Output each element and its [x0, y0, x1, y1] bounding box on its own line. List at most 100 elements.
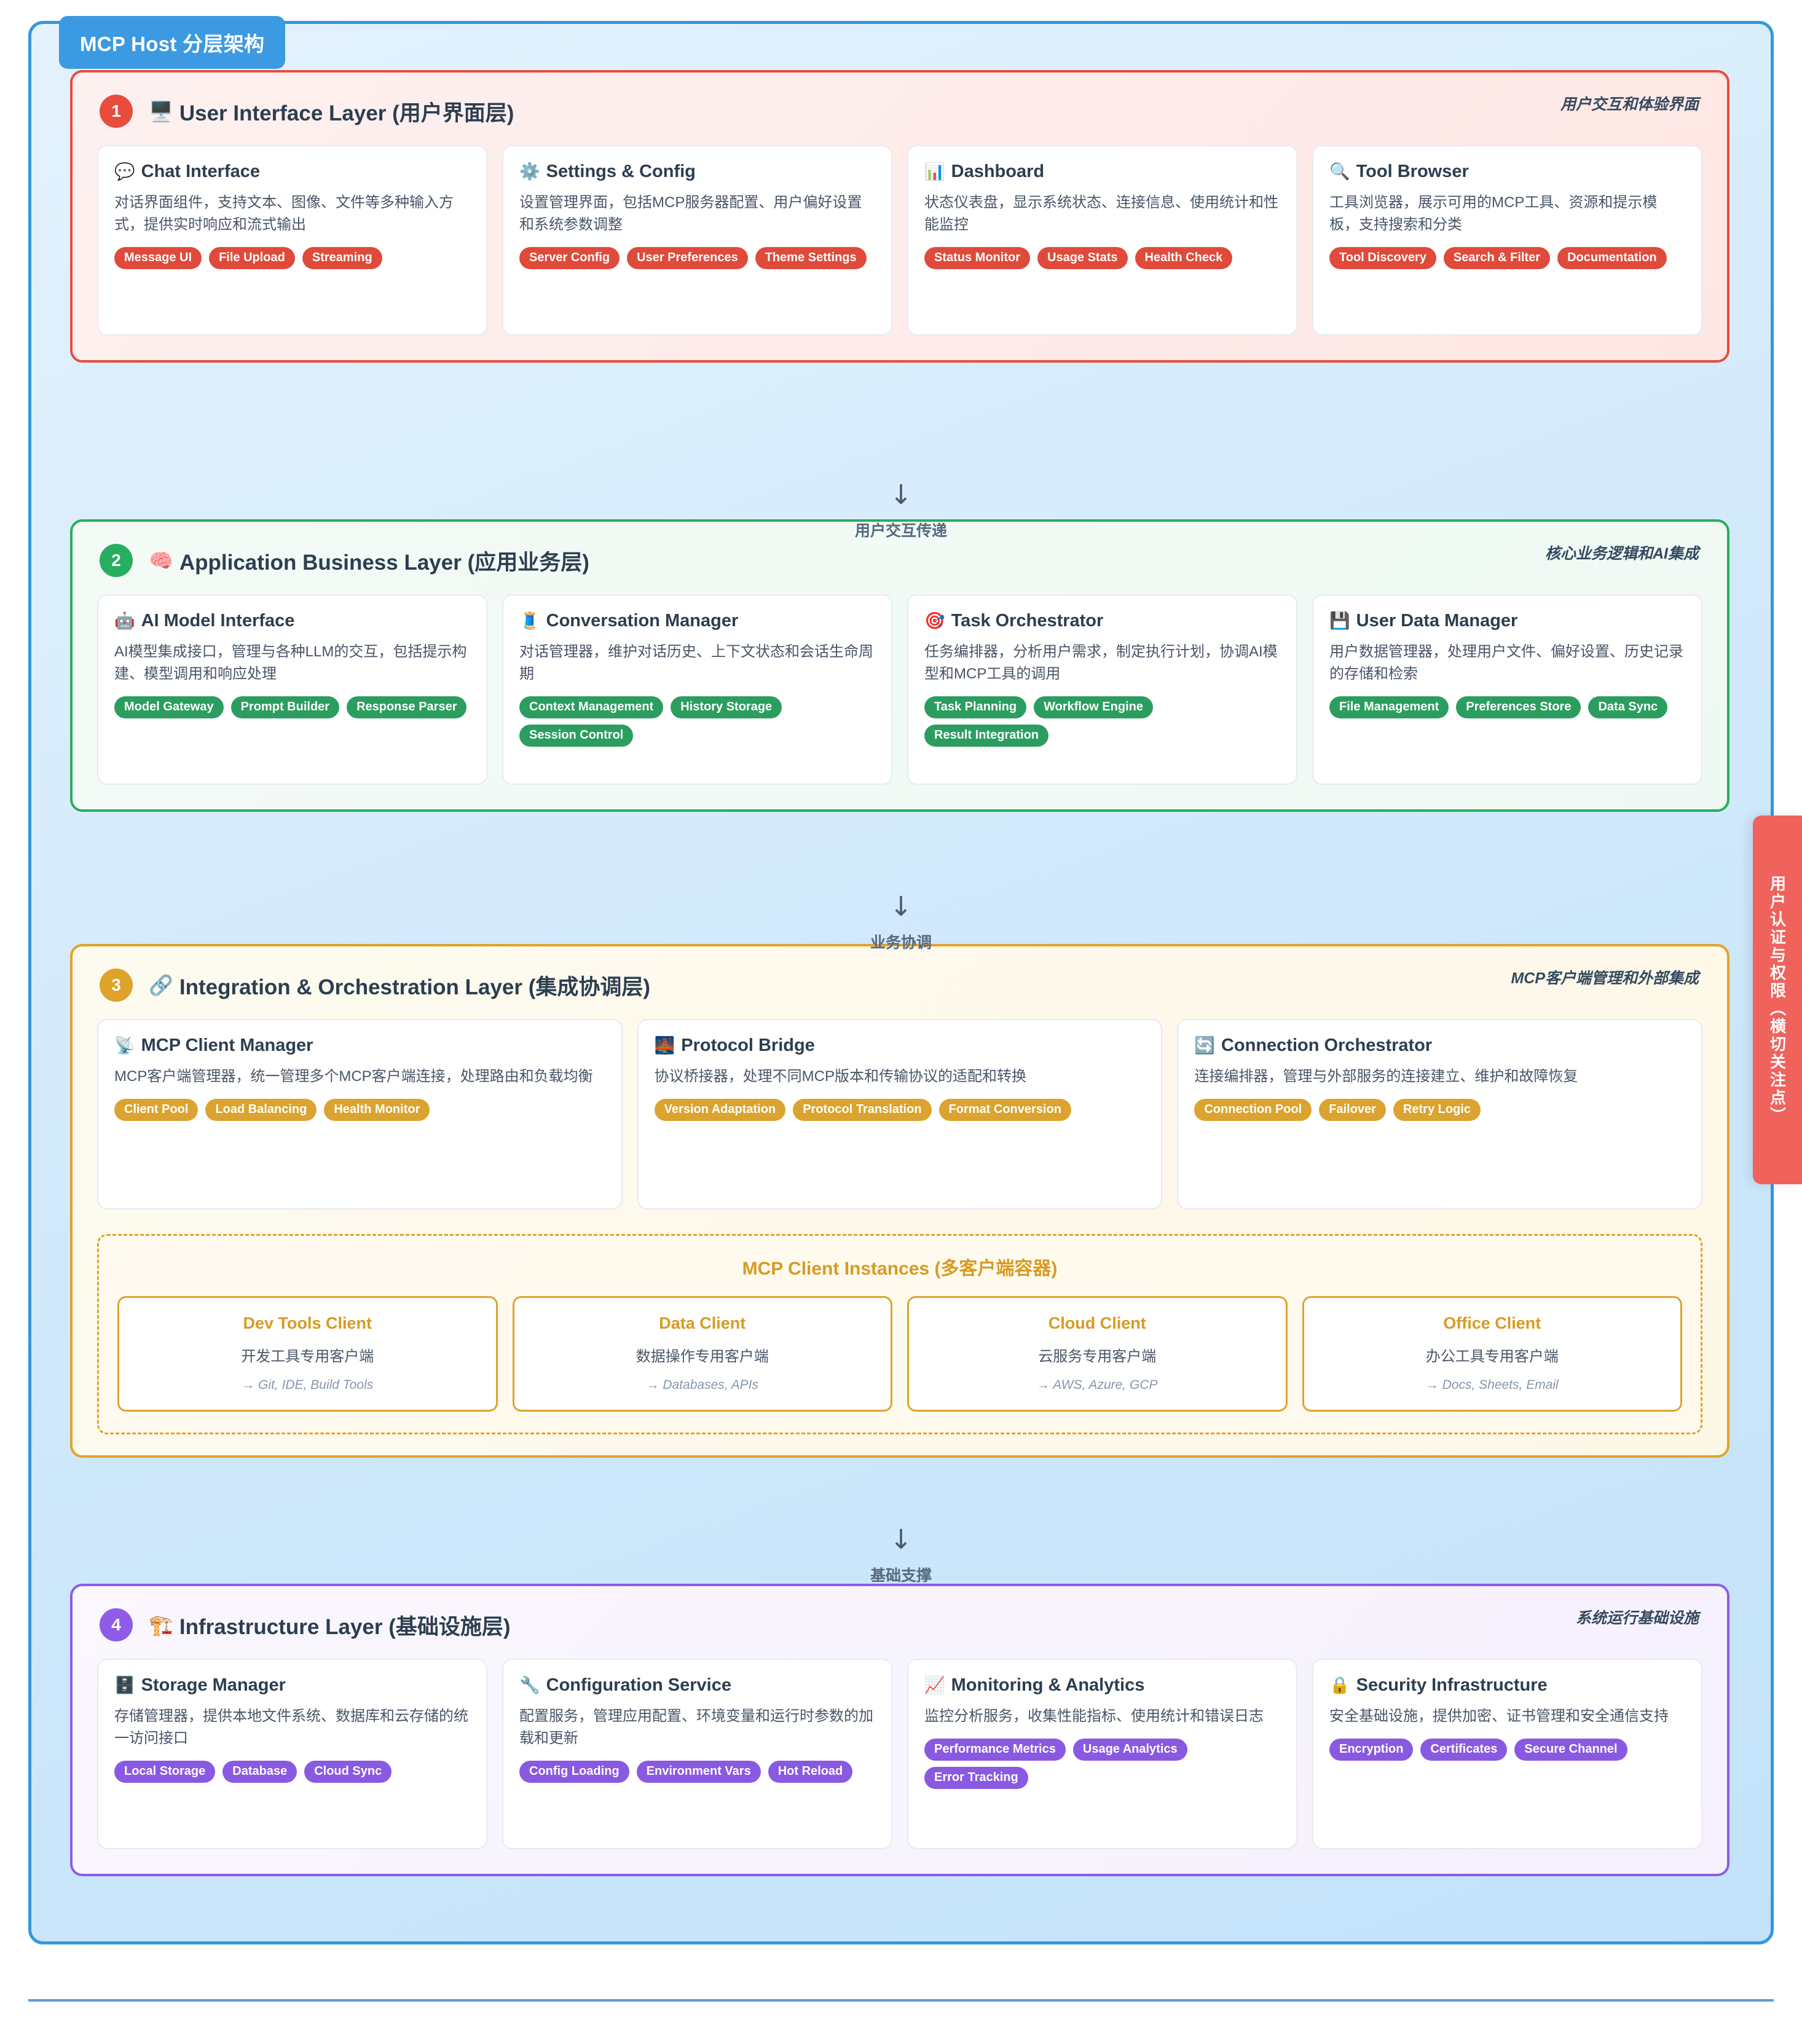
- tag-file-upload[interactable]: File Upload: [209, 246, 295, 269]
- tag-preferences-store[interactable]: Preferences Store: [1456, 696, 1581, 718]
- card-title: 🗄️Storage Manager: [114, 1675, 470, 1696]
- card-title: 📡MCP Client Manager: [114, 1036, 605, 1056]
- tag-file-management[interactable]: File Management: [1329, 696, 1449, 718]
- tag-documentation[interactable]: Documentation: [1557, 246, 1667, 269]
- tag-context-management[interactable]: Context Management: [519, 696, 664, 718]
- card-emoji-icon: 📊: [924, 162, 945, 181]
- card-tag-list: Encryption Certificates Secure Channel: [1329, 1738, 1685, 1761]
- layer-number-badge: 4: [100, 1608, 133, 1641]
- tag-failover[interactable]: Failover: [1319, 1098, 1386, 1121]
- tag-theme-settings[interactable]: Theme Settings: [755, 246, 867, 269]
- tag-status-monitor[interactable]: Status Monitor: [924, 246, 1030, 269]
- card-title: 🌉Protocol Bridge: [655, 1036, 1146, 1056]
- tag-certificates[interactable]: Certificates: [1420, 1738, 1508, 1761]
- layer-header: 2🧠Application Business Layer (应用业务层)核心业务…: [73, 522, 1727, 583]
- card-emoji-icon: 🗄️: [114, 1676, 135, 1694]
- card-emoji-icon: 🎯: [924, 611, 945, 630]
- card-description: 工具浏览器，展示可用的MCP工具、资源和提示模板，支持搜索和分类: [1329, 194, 1658, 233]
- tag-prompt-builder[interactable]: Prompt Builder: [230, 696, 340, 718]
- tag-retry-logic[interactable]: Retry Logic: [1393, 1098, 1481, 1121]
- tag-protocol-translation[interactable]: Protocol Translation: [793, 1098, 932, 1121]
- instance-description: 开发工具专用客户端: [241, 1348, 374, 1365]
- tag-server-config[interactable]: Server Config: [519, 246, 620, 269]
- tag-model-gateway[interactable]: Model Gateway: [114, 696, 224, 718]
- layer-header: 3🔗Integration & Orchestration Layer (集成协…: [73, 946, 1727, 1008]
- diagram-title: MCP Host 分层架构: [59, 16, 286, 69]
- tag-secure-channel[interactable]: Secure Channel: [1514, 1738, 1627, 1761]
- tag-session-control[interactable]: Session Control: [519, 724, 634, 747]
- tag-error-tracking[interactable]: Error Tracking: [924, 1766, 1028, 1789]
- instance-description: 数据操作专用客户端: [635, 1348, 769, 1365]
- tag-tool-discovery[interactable]: Tool Discovery: [1329, 246, 1436, 269]
- tag-health-check[interactable]: Health Check: [1135, 246, 1233, 269]
- bottom-divider: [28, 1999, 1774, 2002]
- tag-hot-reload[interactable]: Hot Reload: [768, 1760, 853, 1783]
- tag-format-conversion[interactable]: Format Conversion: [938, 1098, 1071, 1121]
- card-description: 监控分析服务，收集性能指标、使用统计和错误日志: [924, 1707, 1264, 1724]
- card-tag-list: Local Storage Database Cloud Sync: [114, 1760, 470, 1783]
- tag-message-ui[interactable]: Message UI: [114, 246, 202, 269]
- tag-health-monitor[interactable]: Health Monitor: [324, 1098, 430, 1121]
- tag-workflow-engine[interactable]: Workflow Engine: [1034, 696, 1153, 718]
- card-title-text: Protocol Bridge: [681, 1036, 815, 1055]
- card-title-text: Monitoring & Analytics: [951, 1675, 1145, 1695]
- tag-result-integration[interactable]: Result Integration: [924, 724, 1049, 747]
- arrow-down-icon: ↓: [889, 891, 913, 922]
- card-tag-list: Status Monitor Usage Stats Health Check: [924, 246, 1280, 269]
- tag-cloud-sync[interactable]: Cloud Sync: [304, 1760, 392, 1783]
- tag-connection-pool[interactable]: Connection Pool: [1194, 1098, 1312, 1121]
- card-title-text: Chat Interface: [141, 162, 261, 181]
- tag-database[interactable]: Database: [222, 1760, 297, 1783]
- tag-config-loading[interactable]: Config Loading: [519, 1760, 629, 1783]
- card-description: 状态仪表盘，显示系统状态、连接信息、使用统计和性能监控: [924, 194, 1278, 233]
- card-title-text: Task Orchestrator: [951, 611, 1104, 631]
- card-title: 🎯 Task Orchestrator: [924, 611, 1280, 631]
- layer-header: 4🏗️Infrastructure Layer (基础设施层)系统运行基础设施: [73, 1586, 1727, 1648]
- card-title: ⚙️Settings & Config: [519, 162, 875, 182]
- tag-task-planning[interactable]: Task Planning: [924, 696, 1027, 718]
- connector-1: ↓用户交互传递: [28, 482, 1774, 541]
- tag-client-pool[interactable]: Client Pool: [114, 1098, 199, 1121]
- tag-load-balancing[interactable]: Load Balancing: [205, 1098, 317, 1121]
- arrow-down-icon: ↓: [889, 1524, 913, 1555]
- tag-version-adaptation[interactable]: Version Adaptation: [654, 1098, 786, 1121]
- tag-response-parser[interactable]: Response Parser: [347, 696, 467, 718]
- tag-history-storage[interactable]: History Storage: [671, 696, 782, 718]
- tag-user-preferences[interactable]: User Preferences: [627, 246, 748, 269]
- tag-encryption[interactable]: Encryption: [1329, 1738, 1414, 1761]
- tag-environment-vars[interactable]: Environment Vars: [636, 1760, 761, 1783]
- card-description: 连接编排器，管理与外部服务的连接建立、维护和故障恢复: [1194, 1067, 1578, 1085]
- tag-usage-stats[interactable]: Usage Stats: [1037, 246, 1128, 269]
- card-title: 💾User Data Manager: [1329, 611, 1685, 631]
- tag-local-storage[interactable]: Local Storage: [114, 1760, 216, 1783]
- layer-3-integration-orchestration-layer: 3🔗Integration & Orchestration Layer (集成协…: [70, 944, 1729, 1458]
- card-emoji-icon: 📡: [114, 1036, 135, 1055]
- tag-data-sync[interactable]: Data Sync: [1588, 696, 1668, 718]
- tag-search-filter[interactable]: Search & Filter: [1443, 246, 1551, 269]
- tag-usage-analytics[interactable]: Usage Analytics: [1072, 1738, 1187, 1761]
- instance-targets: → Git, IDE, Build Tools: [242, 1378, 374, 1392]
- tag-performance-metrics[interactable]: Performance Metrics: [924, 1738, 1066, 1761]
- tag-streaming[interactable]: Streaming: [302, 246, 382, 269]
